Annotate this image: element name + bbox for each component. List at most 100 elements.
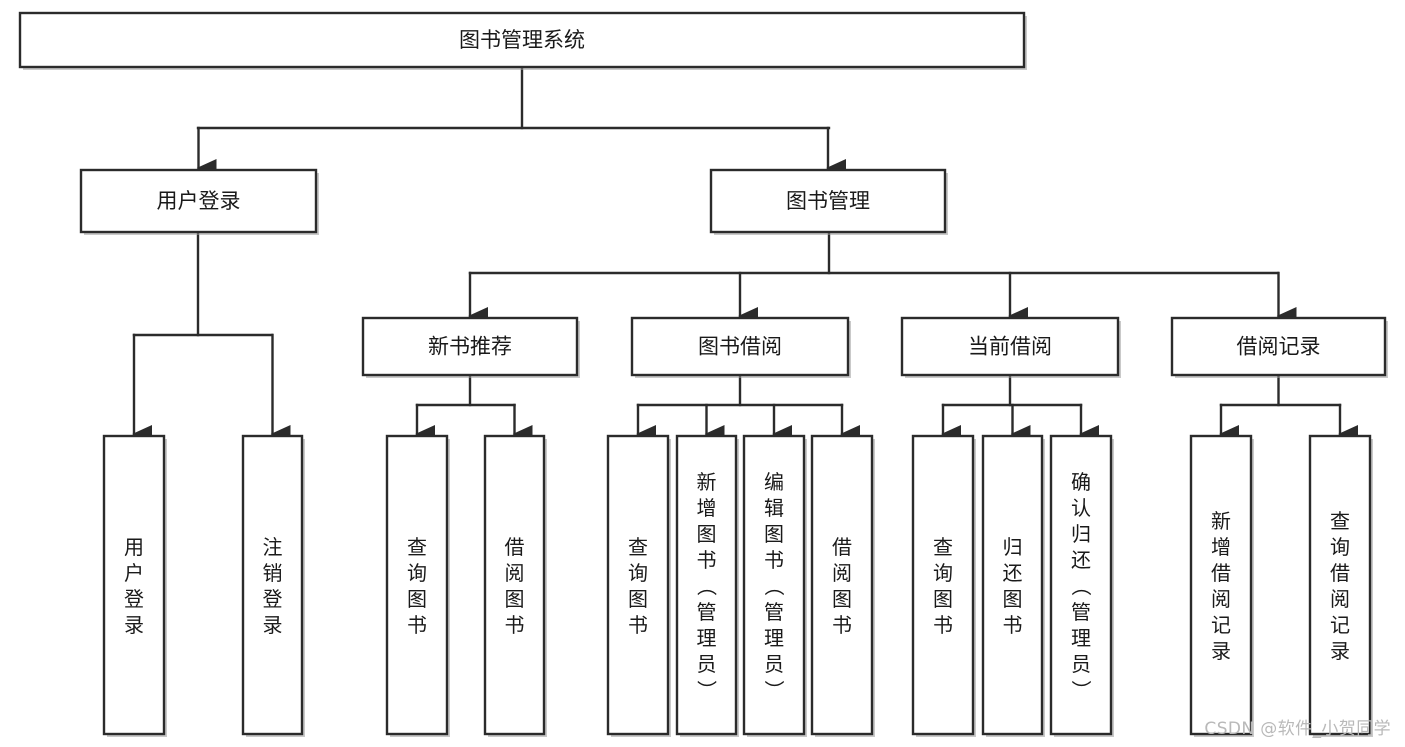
svg-text:辑: 辑 xyxy=(764,496,784,520)
svg-text:理: 理 xyxy=(764,626,784,650)
svg-text:记: 记 xyxy=(1211,613,1231,637)
svg-text:登: 登 xyxy=(263,587,283,611)
svg-text:还: 还 xyxy=(1003,561,1023,585)
svg-text:询: 询 xyxy=(628,561,648,585)
svg-text:用: 用 xyxy=(124,535,144,559)
svg-text:员: 员 xyxy=(697,652,717,676)
node-leaf-label: 用户登录 xyxy=(124,535,144,637)
svg-text:新: 新 xyxy=(697,470,717,494)
node-leaf[interactable] xyxy=(606,434,670,736)
connector-layer xyxy=(132,65,1358,443)
svg-text:录: 录 xyxy=(1330,639,1350,663)
node-leaf[interactable] xyxy=(810,434,874,736)
svg-text:归: 归 xyxy=(1003,535,1023,559)
node-leaf[interactable] xyxy=(483,434,546,736)
svg-text:查: 查 xyxy=(628,535,648,559)
svg-text:增: 增 xyxy=(697,496,717,520)
svg-text:图: 图 xyxy=(1003,587,1023,611)
node-level3[interactable] xyxy=(1170,316,1387,377)
svg-text:查: 查 xyxy=(933,535,953,559)
svg-text:管: 管 xyxy=(1071,600,1091,624)
node-level3[interactable] xyxy=(630,316,850,377)
svg-text:询: 询 xyxy=(407,561,427,585)
svg-text:书: 书 xyxy=(697,548,717,572)
node-leaf[interactable] xyxy=(1308,434,1372,736)
node-level3-label: 当前借阅 xyxy=(968,335,1052,359)
svg-text:阅: 阅 xyxy=(1211,587,1231,611)
node-leaf[interactable] xyxy=(1189,434,1253,736)
svg-text:图: 图 xyxy=(628,587,648,611)
svg-text:认: 认 xyxy=(1071,496,1091,520)
svg-text:）: ） xyxy=(1069,680,1093,700)
svg-text:录: 录 xyxy=(263,613,283,637)
svg-text:新: 新 xyxy=(1211,509,1231,533)
node-leaf[interactable] xyxy=(675,434,738,736)
node-leaf[interactable] xyxy=(742,434,806,736)
svg-text:书: 书 xyxy=(407,613,427,637)
node-leaf[interactable] xyxy=(1049,434,1113,736)
svg-text:理: 理 xyxy=(1071,626,1091,650)
svg-text:录: 录 xyxy=(1211,639,1231,663)
svg-text:查: 查 xyxy=(1330,509,1350,533)
label-layer: 图书管理系统用户登录图书管理新书推荐图书借阅当前借阅借阅记录用户登录注销登录查询… xyxy=(124,28,1350,700)
node-level2[interactable] xyxy=(79,168,318,234)
node-root-label: 图书管理系统 xyxy=(459,28,585,52)
svg-text:理: 理 xyxy=(697,626,717,650)
svg-text:销: 销 xyxy=(263,561,283,585)
node-leaf[interactable] xyxy=(981,434,1044,736)
svg-text:确: 确 xyxy=(1071,470,1091,494)
svg-text:图: 图 xyxy=(407,587,427,611)
svg-text:阅: 阅 xyxy=(505,561,525,585)
svg-text:图: 图 xyxy=(764,522,784,546)
svg-text:归: 归 xyxy=(1071,522,1091,546)
svg-text:登: 登 xyxy=(124,587,144,611)
node-leaf[interactable] xyxy=(385,434,449,736)
svg-text:）: ） xyxy=(762,680,786,700)
svg-text:阅: 阅 xyxy=(832,561,852,585)
node-level3-label: 新书推荐 xyxy=(428,335,512,359)
svg-text:员: 员 xyxy=(1071,652,1091,676)
svg-text:书: 书 xyxy=(628,613,648,637)
svg-text:增: 增 xyxy=(1211,535,1231,559)
node-leaf[interactable] xyxy=(241,434,304,736)
svg-text:还: 还 xyxy=(1071,548,1091,572)
svg-text:编: 编 xyxy=(764,470,784,494)
node-level2[interactable] xyxy=(709,168,947,234)
svg-text:书: 书 xyxy=(933,613,953,637)
node-level2-label: 用户登录 xyxy=(157,189,241,213)
svg-text:借: 借 xyxy=(1211,561,1231,585)
svg-text:图: 图 xyxy=(933,587,953,611)
node-leaf[interactable] xyxy=(102,434,166,736)
svg-text:书: 书 xyxy=(832,613,852,637)
node-level3-label: 借阅记录 xyxy=(1237,335,1321,359)
svg-text:询: 询 xyxy=(1330,535,1350,559)
svg-text:户: 户 xyxy=(124,561,144,585)
svg-text:借: 借 xyxy=(505,535,525,559)
svg-text:录: 录 xyxy=(124,613,144,637)
svg-text:（: （ xyxy=(762,576,786,596)
svg-text:管: 管 xyxy=(764,600,784,624)
svg-text:）: ） xyxy=(695,680,719,700)
node-level3[interactable] xyxy=(361,316,579,377)
svg-text:管: 管 xyxy=(697,600,717,624)
node-root[interactable] xyxy=(18,11,1026,69)
svg-text:书: 书 xyxy=(1003,613,1023,637)
svg-text:记: 记 xyxy=(1330,613,1350,637)
node-level2-label: 图书管理 xyxy=(786,189,870,213)
svg-text:员: 员 xyxy=(764,652,784,676)
svg-text:借: 借 xyxy=(1330,561,1350,585)
svg-text:图: 图 xyxy=(697,522,717,546)
node-leaf[interactable] xyxy=(911,434,975,736)
svg-text:图: 图 xyxy=(505,587,525,611)
node-level3[interactable] xyxy=(900,316,1120,377)
